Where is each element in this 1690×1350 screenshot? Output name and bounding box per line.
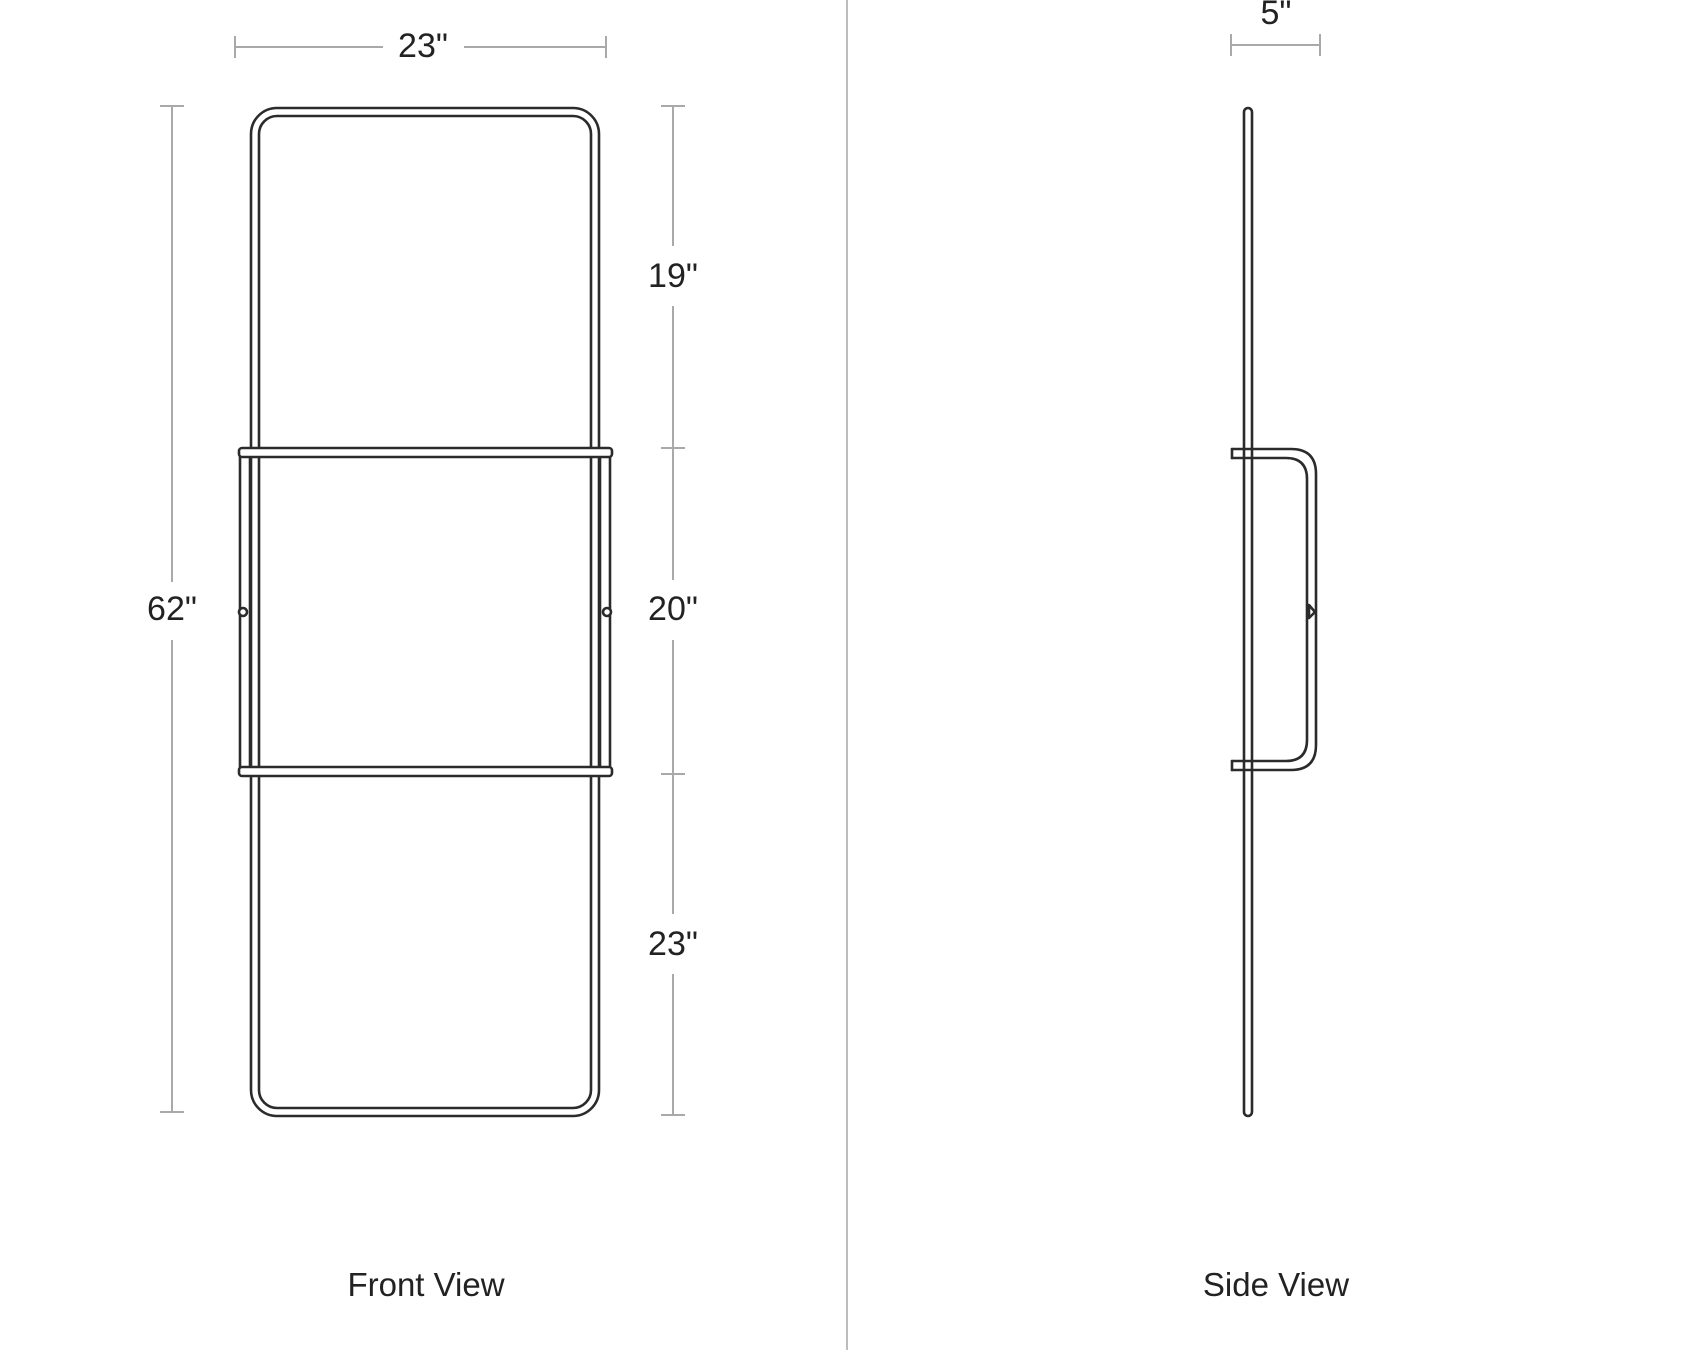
side-depth-dimension: 5" xyxy=(1230,0,1321,56)
front-section-dimensions: 19" 20" 23" xyxy=(648,105,698,1116)
front-height-label: 62" xyxy=(147,590,197,628)
front-shelf xyxy=(237,446,614,778)
side-frame-rod xyxy=(1242,106,1254,1118)
side-shelf-profile xyxy=(1230,447,1318,772)
side-view: 5" Side View xyxy=(1203,0,1349,1303)
front-top-section-label: 19" xyxy=(648,257,698,295)
front-bottom-section-label: 23" xyxy=(648,925,698,963)
front-height-dimension: 62" xyxy=(147,105,197,1113)
side-view-caption: Side View xyxy=(1203,1266,1349,1303)
front-frame xyxy=(249,106,601,1118)
front-view: 23" 62" 19" 20" 23" xyxy=(147,27,698,1303)
front-middle-section-label: 20" xyxy=(648,590,698,628)
front-width-dimension: 23" xyxy=(234,27,607,65)
side-depth-label: 5" xyxy=(1261,0,1292,32)
front-width-label: 23" xyxy=(398,27,448,65)
front-view-caption: Front View xyxy=(347,1266,504,1303)
